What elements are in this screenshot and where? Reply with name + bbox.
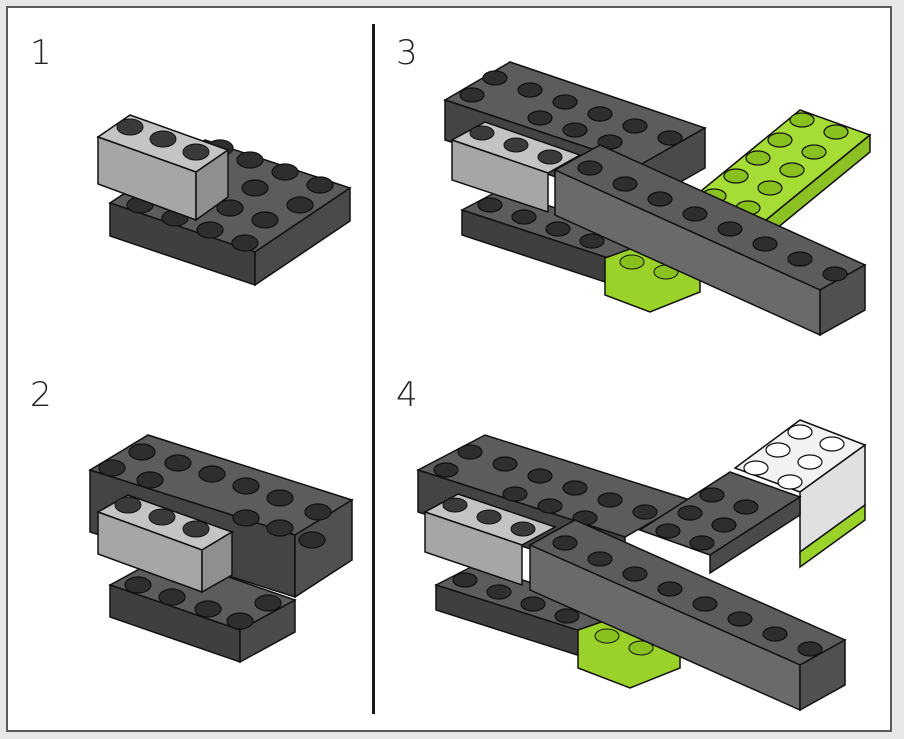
- step-number-2: 2: [30, 375, 52, 415]
- step-number-4: 4: [396, 375, 418, 415]
- step-4-light-brick: [423, 493, 557, 587]
- step-2-light-brick: [96, 494, 234, 594]
- step-number-1: 1: [30, 33, 52, 73]
- step-4-long-beam: [528, 519, 847, 712]
- step-4-dark-cross-plate: [638, 471, 802, 575]
- step-4-white-brick: [733, 419, 867, 569]
- step-number-3: 3: [396, 33, 418, 73]
- step-3-long-beam: [553, 144, 867, 337]
- step-1-light-brick: [96, 114, 230, 222]
- panel-divider: [372, 24, 375, 714]
- step-3-light-brick: [450, 121, 582, 214]
